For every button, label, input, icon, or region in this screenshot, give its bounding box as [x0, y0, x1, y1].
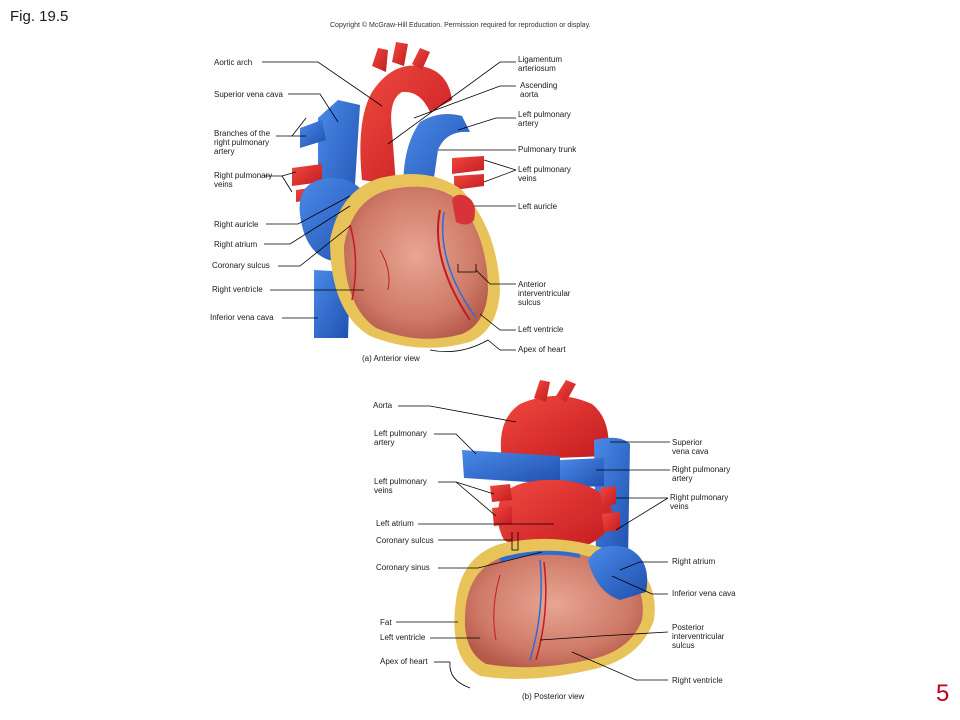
anterior-aortic-arch-shape — [360, 65, 452, 185]
anterior-ventricles-muscle-shape — [344, 186, 488, 339]
label-posterior-interventricular-sulcus-line3: sulcus — [672, 641, 695, 650]
anterior-right-pulmonary-veins-shape — [292, 164, 322, 186]
label-ligamentum-arteriosum-line2: arteriosum — [518, 64, 556, 73]
label-coronary-sulcus: Coronary sulcus — [212, 261, 270, 270]
label-posterior-superior-vena-cava-line2: vena cava — [672, 447, 709, 456]
label-aortic-arch: Aortic arch — [214, 58, 252, 67]
label-posterior-inferior-vena-cava: Inferior vena cava — [672, 589, 736, 598]
slide-number: 5 — [936, 680, 950, 707]
anterior-aortic-branch-1 — [372, 48, 388, 72]
posterior-interventricular-artery — [535, 561, 547, 661]
label-inferior-vena-cava: Inferior vena cava — [210, 313, 274, 322]
posterior-aorta-shape — [500, 396, 609, 460]
label-ascending-aorta-line2: aorta — [520, 90, 539, 99]
label-posterior-left-pulmonary-artery-line2: artery — [374, 438, 394, 447]
label-posterior-left-atrium: Left atrium — [376, 519, 414, 528]
posterior-leader-lines — [396, 405, 670, 689]
label-left-pulmonary-artery-line1: Left pulmonary — [518, 110, 571, 119]
anterior-interventricular-vein — [441, 211, 477, 319]
posterior-left-pulmonary-vein-upper — [490, 484, 512, 502]
label-apex-of-heart: Apex of heart — [518, 345, 566, 354]
posterior-interventricular-vein — [529, 559, 542, 661]
label-posterior-left-pulmonary-veins-line1: Left pulmonary — [374, 477, 427, 486]
posterior-labels: Aorta Left pulmonary artery Left pulmona… — [373, 401, 736, 701]
label-branches-right-pulmonary-artery-line3: artery — [214, 147, 234, 156]
label-right-auricle: Right auricle — [214, 220, 259, 229]
posterior-coronary-sinus — [499, 550, 581, 562]
anterior-aortic-branch-2 — [392, 42, 408, 66]
label-left-pulmonary-veins-line1: Left pulmonary — [518, 165, 571, 174]
anterior-left-auricle-shape — [452, 194, 475, 225]
label-anterior-interventricular-sulcus-line2: interventricular — [518, 289, 571, 298]
label-ascending-aorta-line1: Ascending — [520, 81, 557, 90]
posterior-right-pulmonary-artery-shape — [560, 458, 604, 488]
label-posterior-left-ventricle: Left ventricle — [380, 633, 426, 642]
copyright-notice: Copyright © McGraw-Hill Education. Permi… — [330, 22, 591, 29]
posterior-marginal-artery — [493, 574, 501, 641]
label-posterior-left-pulmonary-veins-line2: veins — [374, 486, 393, 495]
label-posterior-left-pulmonary-artery-line1: Left pulmonary — [374, 429, 427, 438]
posterior-right-pulmonary-vein-lower — [602, 512, 620, 532]
anterior-leader-lines — [262, 61, 517, 353]
label-right-pulmonary-veins-line1: Right pulmonary — [214, 171, 272, 180]
posterior-aortic-branch-1 — [534, 380, 550, 402]
label-posterior-right-pulmonary-artery-line2: artery — [672, 474, 692, 483]
anterior-right-coronary-artery — [349, 224, 357, 301]
label-posterior-right-ventricle: Right ventricle — [672, 676, 723, 685]
anterior-left-pulmonary-vein-lower — [454, 174, 484, 190]
label-posterior-apex-of-heart: Apex of heart — [380, 657, 428, 666]
anterior-aortic-branch-3 — [412, 48, 430, 70]
anterior-labels: Aortic arch Superior vena cava Branches … — [210, 55, 577, 363]
label-left-auricle: Left auricle — [518, 202, 558, 211]
label-superior-vena-cava: Superior vena cava — [214, 90, 283, 99]
label-right-ventricle: Right ventricle — [212, 285, 263, 294]
anterior-right-pulmonary-artery-shape — [300, 120, 326, 148]
anterior-interventricular-artery — [437, 209, 471, 321]
posterior-left-pulmonary-artery-shape — [462, 450, 560, 484]
figure-number: Fig. 19.5 — [10, 8, 69, 25]
posterior-left-pulmonary-vein-lower — [492, 506, 512, 526]
label-ligamentum-arteriosum-line1: Ligamentum — [518, 55, 562, 64]
posterior-view-caption: (b) Posterior view — [522, 692, 584, 701]
posterior-aortic-branch-2 — [556, 380, 576, 402]
label-left-pulmonary-veins-line2: veins — [518, 174, 537, 183]
anterior-marginal-artery — [379, 249, 390, 291]
label-anterior-interventricular-sulcus-line1: Anterior — [518, 280, 546, 289]
label-branches-right-pulmonary-artery-line2: right pulmonary — [214, 138, 269, 147]
label-right-pulmonary-veins-line2: veins — [214, 180, 233, 189]
posterior-heart-illustration — [454, 380, 655, 679]
label-posterior-coronary-sulcus: Coronary sulcus — [376, 536, 434, 545]
label-posterior-right-pulmonary-artery-line1: Right pulmonary — [672, 465, 730, 474]
label-posterior-interventricular-sulcus-line1: Posterior — [672, 623, 704, 632]
anterior-view-caption: (a) Anterior view — [362, 354, 420, 363]
label-posterior-interventricular-sulcus-line2: interventricular — [672, 632, 725, 641]
anterior-heart-illustration — [292, 42, 500, 348]
posterior-right-atrium-shape — [588, 545, 648, 600]
label-posterior-right-atrium: Right atrium — [672, 557, 715, 566]
label-posterior-coronary-sinus: Coronary sinus — [376, 563, 430, 572]
label-right-atrium: Right atrium — [214, 240, 257, 249]
posterior-right-pulmonary-vein-upper — [600, 486, 616, 506]
label-anterior-interventricular-sulcus-line3: sulcus — [518, 298, 541, 307]
label-posterior-fat: Fat — [380, 618, 392, 627]
label-branches-right-pulmonary-artery-line1: Branches of the — [214, 129, 271, 138]
label-posterior-right-pulmonary-veins-line2: veins — [670, 502, 689, 511]
label-left-pulmonary-artery-line2: artery — [518, 119, 538, 128]
posterior-left-atrium-shape — [497, 479, 613, 551]
label-posterior-aorta: Aorta — [373, 401, 393, 410]
label-posterior-superior-vena-cava-line1: Superior — [672, 438, 703, 447]
label-posterior-right-pulmonary-veins-line1: Right pulmonary — [670, 493, 728, 502]
label-left-ventricle: Left ventricle — [518, 325, 564, 334]
label-pulmonary-trunk: Pulmonary trunk — [518, 145, 577, 154]
anterior-left-pulmonary-veins-shape — [452, 156, 484, 174]
